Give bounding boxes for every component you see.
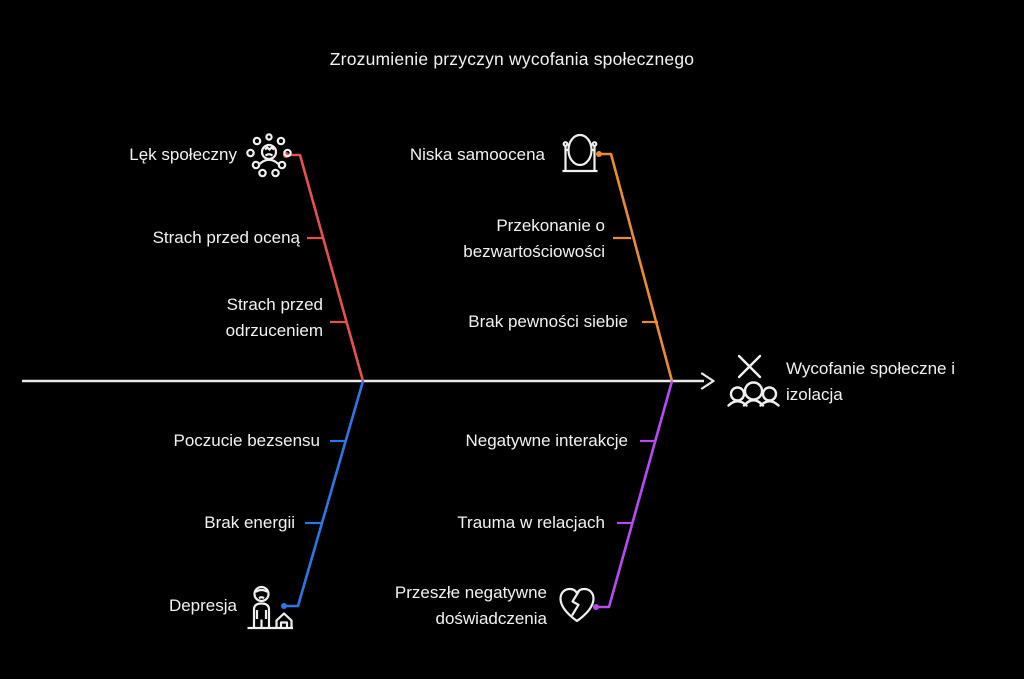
item-label-text: Negatywne interakcje — [465, 431, 628, 450]
people-group-icon — [727, 381, 780, 407]
branch-label-niska-samoocena: Niska samoocena — [410, 142, 545, 168]
anxiety-person-icon — [246, 133, 292, 178]
branch-label-depresja: Depresja — [169, 593, 237, 619]
branch-label-text: doświadczenia — [435, 609, 547, 628]
item-label-text: Poczucie bezsensu — [173, 431, 320, 450]
branch-depresja — [281, 380, 365, 609]
branch-line — [599, 152, 674, 382]
item-label-text: Trauma w relacjach — [457, 513, 605, 532]
person-house-icon — [247, 585, 293, 630]
item-label-text: odrzuceniem — [225, 321, 323, 340]
effect-label-text: izolacja — [786, 385, 843, 404]
effect-label-text: Wycofanie społeczne i — [786, 359, 955, 378]
effect-label: Wycofanie społeczne i izolacja — [786, 356, 1006, 408]
mirror-icon — [562, 133, 598, 173]
item-label-przekonanie-o-bezwartosciowosci: Przekonanie o bezwartościowości — [425, 213, 605, 265]
item-label-trauma-w-relacjach: Trauma w relacjach — [457, 510, 605, 536]
branch-label-lek-spoleczny: Lęk społeczny — [129, 142, 237, 168]
effect-icon — [727, 354, 780, 407]
item-label-strach-przed-ocena: Strach przed oceną — [153, 225, 300, 251]
branch-line — [596, 380, 674, 609]
item-label-poczucie-bezsensu: Poczucie bezsensu — [174, 428, 320, 454]
item-label-text: Strach przed oceną — [152, 228, 300, 247]
item-label-brak-pewnosci-siebie: Brak pewności siebie — [468, 309, 628, 335]
branch-niska-samoocena — [596, 151, 674, 382]
x-icon — [737, 354, 762, 379]
item-label-text: Brak energii — [204, 513, 295, 532]
branch-label-text: Niska samoocena — [409, 145, 545, 164]
diagram-title: Zrozumienie przyczyn wycofania społeczne… — [329, 49, 695, 69]
branch-label-text: Przeszłe negatywne — [394, 583, 547, 602]
broken-heart-icon — [559, 587, 595, 623]
branch-label-text: Depresja — [168, 596, 237, 615]
branch-lek-spoleczny — [283, 152, 365, 382]
branch-label-przeszle-negatywne-doswiadczenia: Przeszłe negatywne doświadczenia — [357, 580, 547, 632]
branch-label-text: Lęk społeczny — [129, 145, 237, 164]
item-label-text: Brak pewności siebie — [468, 312, 628, 331]
item-label-brak-energii: Brak energii — [204, 510, 295, 536]
branch-line — [286, 153, 365, 382]
item-label-text: Przekonanie o — [496, 216, 605, 235]
item-label-text: bezwartościowości — [463, 242, 605, 261]
item-label-strach-przed-odrzuceniem: Strach przed odrzuceniem — [163, 292, 323, 344]
spine-arrowhead — [700, 372, 715, 390]
branch-line — [284, 380, 365, 608]
branch-przeszle-negatywne-doswiadczenia — [593, 380, 674, 610]
item-label-text: Strach przed — [226, 295, 323, 314]
item-label-negatywne-interakcje: Negatywne interakcje — [465, 428, 628, 454]
